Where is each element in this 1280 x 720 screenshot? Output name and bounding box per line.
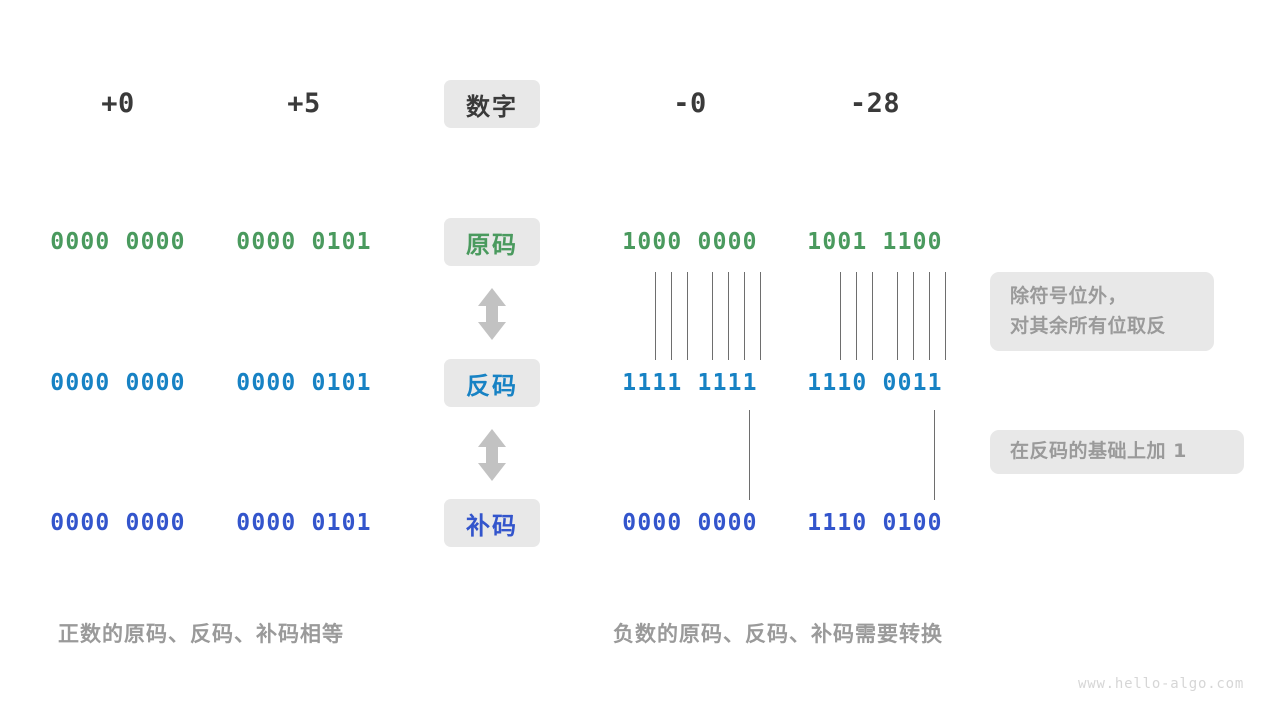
connector-line <box>945 272 946 360</box>
connector-line <box>655 272 656 360</box>
bits-ones_complement-col1: 0000 0101 <box>236 370 372 396</box>
note-add-one-note: 在反码的基础上加 1 <box>990 430 1244 474</box>
note-line: 对其余所有位取反 <box>1010 314 1167 337</box>
connector-line <box>744 272 745 360</box>
bits-twos_complement-col1: 0000 0101 <box>236 510 372 536</box>
note-line: 在反码的基础上加 1 <box>1010 440 1187 463</box>
bits-ones_complement-col3: 1110 0011 <box>807 370 943 396</box>
watermark: www.hello-algo.com <box>1078 676 1245 692</box>
connector-line <box>728 272 729 360</box>
column-header-number-0: +0 <box>101 88 135 119</box>
connector-line <box>840 272 841 360</box>
connector-line <box>760 272 761 360</box>
double-headed-vertical-arrow-icon-top <box>475 287 509 345</box>
column-header-number-3: -28 <box>849 88 901 119</box>
connector-line-addone-col2 <box>749 410 750 500</box>
connector-line-addone-col3 <box>934 410 935 500</box>
row-label-badge-twos_complement: 补码 <box>444 499 540 547</box>
bits-sign_magnitude-col1: 0000 0101 <box>236 229 372 255</box>
column-header-number-2: -0 <box>673 88 707 119</box>
row-label-badge-sign_magnitude: 原码 <box>444 218 540 266</box>
connector-line <box>913 272 914 360</box>
bits-sign_magnitude-col3: 1001 1100 <box>807 229 943 255</box>
row-label-badge-ones_complement: 反码 <box>444 359 540 407</box>
column-header-number-1: +5 <box>287 88 321 119</box>
connector-line <box>856 272 857 360</box>
bits-ones_complement-col0: 0000 0000 <box>50 370 186 396</box>
connector-line <box>872 272 873 360</box>
row-header-badge-number: 数字 <box>444 80 540 128</box>
connector-line <box>929 272 930 360</box>
connector-line <box>687 272 688 360</box>
bits-ones_complement-col2: 1111 1111 <box>622 370 758 396</box>
connector-line <box>897 272 898 360</box>
bits-twos_complement-col0: 0000 0000 <box>50 510 186 536</box>
bits-sign_magnitude-col0: 0000 0000 <box>50 229 186 255</box>
caption-positive: 正数的原码、反码、补码相等 <box>58 622 344 646</box>
note-invert-note: 除符号位外， 对其余所有位取反 <box>990 272 1214 351</box>
bits-twos_complement-col3: 1110 0100 <box>807 510 943 536</box>
bits-twos_complement-col2: 0000 0000 <box>622 510 758 536</box>
caption-negative: 负数的原码、反码、补码需要转换 <box>613 622 943 646</box>
connector-line <box>712 272 713 360</box>
bits-sign_magnitude-col2: 1000 0000 <box>622 229 758 255</box>
double-headed-vertical-arrow-icon-bottom <box>475 428 509 486</box>
connector-line <box>671 272 672 360</box>
note-line: 除符号位外， <box>1010 285 1128 308</box>
